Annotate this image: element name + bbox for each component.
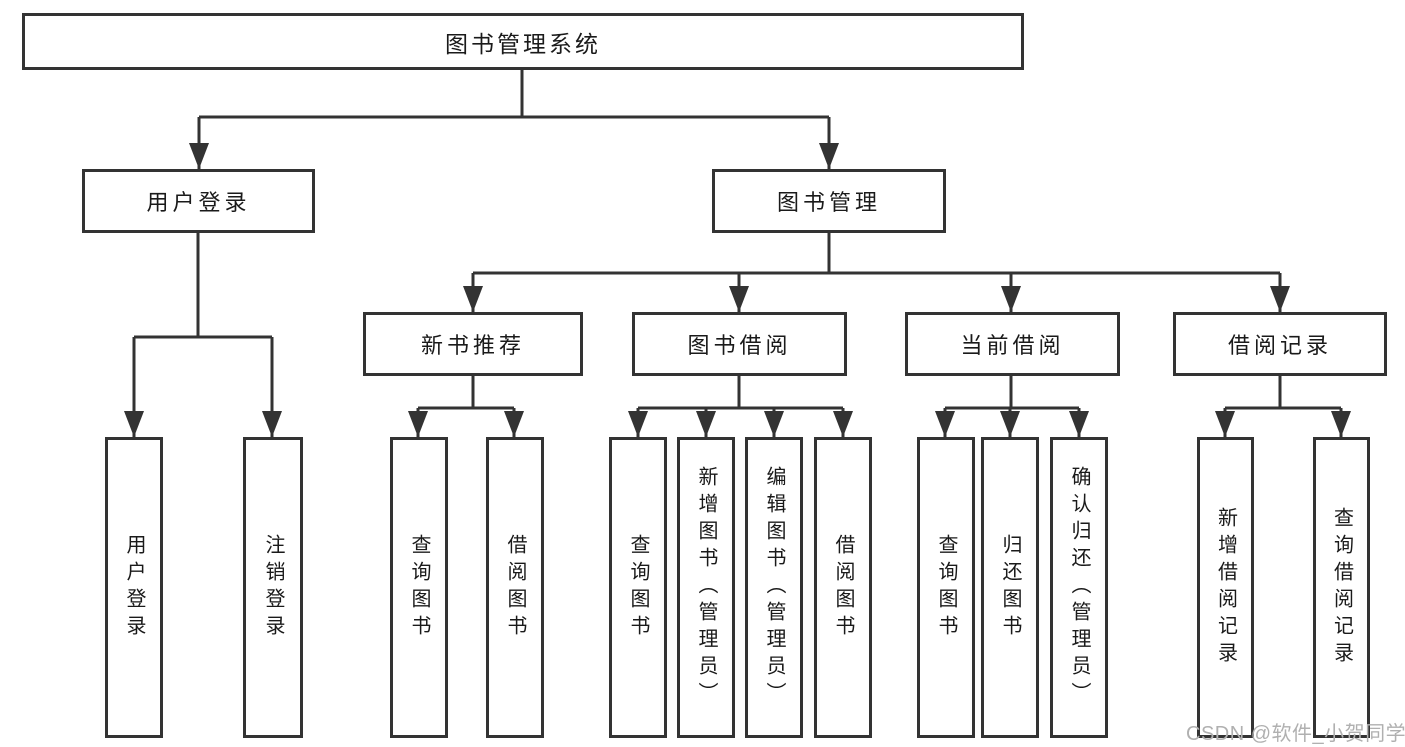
leaf-records-query-record: 查询借阅记录 bbox=[1313, 437, 1370, 738]
leaf-borrow-add-book-admin: 新增图书（管理员） bbox=[677, 437, 735, 738]
leaf-user-login-label: 用户登录 bbox=[123, 533, 145, 642]
node-library-system-label: 图书管理系统 bbox=[445, 30, 601, 57]
node-borrow-records: 借阅记录 bbox=[1173, 312, 1387, 376]
leaf-recommend-borrow-book-label: 借阅图书 bbox=[504, 533, 526, 642]
leaf-current-return-book: 归还图书 bbox=[981, 437, 1039, 738]
node-current-borrow-label: 当前借阅 bbox=[960, 333, 1065, 358]
leaf-user-login: 用户登录 bbox=[105, 437, 163, 738]
leaf-current-confirm-return-admin-label: 确认归还（管理员） bbox=[1068, 466, 1090, 709]
leaf-current-query-book-label: 查询图书 bbox=[935, 533, 957, 642]
leaf-borrow-borrow-book-label: 借阅图书 bbox=[832, 533, 854, 642]
node-user-login-label: 用户登录 bbox=[146, 190, 251, 215]
node-book-borrow: 图书借阅 bbox=[632, 312, 847, 376]
leaf-recommend-query-book-label: 查询图书 bbox=[408, 533, 430, 642]
leaf-borrow-add-book-admin-label: 新增图书（管理员） bbox=[695, 466, 717, 709]
leaf-borrow-borrow-book: 借阅图书 bbox=[814, 437, 872, 738]
leaf-recommend-borrow-book: 借阅图书 bbox=[486, 437, 544, 738]
leaf-borrow-query-book-label: 查询图书 bbox=[627, 533, 649, 642]
node-new-book-recommend-label: 新书推荐 bbox=[420, 333, 525, 358]
leaf-logout: 注销登录 bbox=[243, 437, 303, 738]
leaf-borrow-edit-book-admin-label: 编辑图书（管理员） bbox=[763, 466, 785, 709]
leaf-records-add-record: 新增借阅记录 bbox=[1197, 437, 1254, 738]
node-new-book-recommend: 新书推荐 bbox=[363, 312, 583, 376]
leaf-current-query-book: 查询图书 bbox=[917, 437, 975, 738]
leaf-borrow-edit-book-admin: 编辑图书（管理员） bbox=[745, 437, 803, 738]
node-library-system: 图书管理系统 bbox=[22, 13, 1024, 70]
node-user-login: 用户登录 bbox=[82, 169, 315, 233]
node-current-borrow: 当前借阅 bbox=[905, 312, 1120, 376]
node-book-borrow-label: 图书借阅 bbox=[687, 333, 792, 358]
node-borrow-records-label: 借阅记录 bbox=[1227, 333, 1332, 358]
watermark: CSDN @软件_小贺同学 bbox=[1186, 723, 1405, 745]
leaf-current-return-book-label: 归还图书 bbox=[999, 533, 1021, 642]
node-book-management: 图书管理 bbox=[712, 169, 946, 233]
leaf-logout-label: 注销登录 bbox=[262, 533, 284, 642]
leaf-records-query-record-label: 查询借阅记录 bbox=[1330, 506, 1353, 669]
leaf-current-confirm-return-admin: 确认归还（管理员） bbox=[1050, 437, 1108, 738]
leaf-borrow-query-book: 查询图书 bbox=[609, 437, 667, 738]
node-book-management-label: 图书管理 bbox=[776, 190, 881, 215]
leaf-recommend-query-book: 查询图书 bbox=[390, 437, 448, 738]
leaf-records-add-record-label: 新增借阅记录 bbox=[1214, 506, 1237, 669]
